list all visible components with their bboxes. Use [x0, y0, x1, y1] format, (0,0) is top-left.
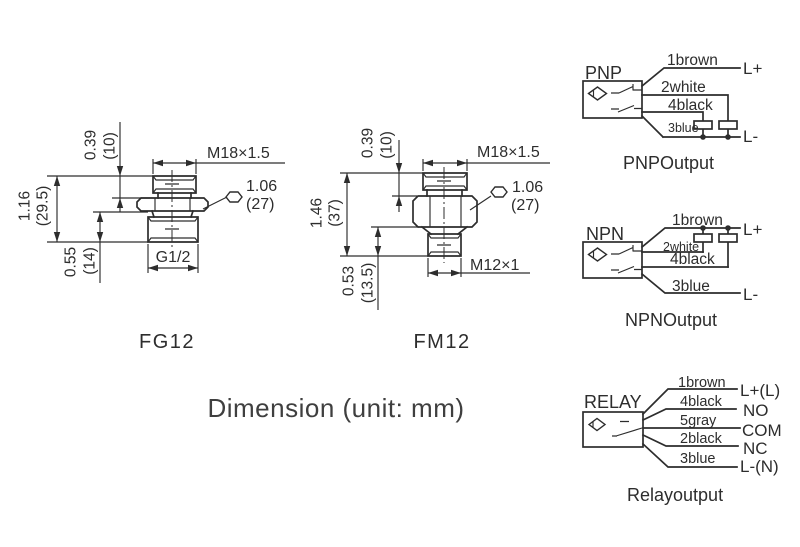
npn-resistor-stems — [702, 227, 729, 268]
fg12-hex-af-mm: (27) — [246, 196, 274, 213]
npn-contacts-icon — [611, 245, 642, 274]
relay-wire1-label: 1brown — [678, 375, 726, 391]
hexagon-icon — [225, 191, 243, 203]
fg12-hex-af-inch: 1.06 — [246, 178, 277, 195]
relay-wire-black4 — [641, 408, 737, 422]
pnp-wire2-label: 2white — [661, 79, 706, 96]
npn-wire3-label: 3blue — [672, 278, 710, 295]
pnp-wire1-label: 1brown — [667, 52, 718, 69]
relay-sensor-box — [582, 411, 644, 448]
fm12-thread-len-mm: (10) — [378, 131, 395, 159]
junction-dot — [700, 225, 706, 231]
fg12-top-thread-label: M18×1.5 — [207, 145, 270, 162]
fg12-mount-len-inch: 0.55 — [62, 247, 79, 277]
fm12-title: FM12 — [413, 331, 470, 353]
fg12-overall-len-mm: (29.5) — [34, 186, 51, 227]
relay-terminal-lminus: L-(N) — [740, 457, 779, 476]
relay-output-title: Relayoutput — [627, 485, 723, 505]
relay-wire4-label: 4black — [680, 394, 723, 410]
pnp-terminal-plus: L+ — [743, 59, 762, 78]
npn-terminal-plus: L+ — [743, 220, 762, 239]
pnp-wire4-label: 4black — [668, 97, 713, 114]
pnp-contacts-icon — [611, 84, 642, 113]
npn-wiring-diagram: NPN 1brown 2white 4black 3blue L+ L- NPN… — [582, 212, 762, 330]
relay-wire-blue — [641, 442, 738, 468]
relay-wire2-label: 2black — [680, 431, 723, 447]
pnp-wire-brown — [640, 67, 741, 88]
dimension-unit-caption: Dimension (unit: mm) — [207, 393, 464, 423]
fm12-overall-len-mm: (37) — [326, 199, 343, 227]
relay-wire5-label: 5gray — [680, 413, 717, 429]
fm12-top-thread-label: M18×1.5 — [477, 144, 540, 161]
proximity-sensor-icon — [587, 417, 607, 432]
relay-wire3-label: 3blue — [680, 451, 715, 467]
fm12-hex-af-inch: 1.06 — [512, 179, 543, 196]
hexagon-icon — [490, 186, 508, 198]
fg12-title: FG12 — [139, 331, 195, 353]
load-resistor-icon — [718, 233, 738, 243]
proximity-sensor-icon — [587, 247, 608, 262]
load-resistor-icon — [693, 120, 713, 130]
fm12-hex-leader — [469, 195, 492, 211]
fm12-mount-len-mm: (13.5) — [359, 263, 376, 304]
pnp-output-title: PNPOutput — [623, 153, 714, 173]
fm12-mount-thread-label: M12×1 — [470, 257, 519, 274]
junction-dot — [725, 225, 731, 231]
fm12-drawing: M18×1.5 1.06 (27) M12×1 0.39 (10) 1.46 (… — [308, 128, 550, 353]
npn-wire-blue — [640, 272, 741, 294]
relay-label: RELAY — [584, 392, 642, 412]
fg12-part — [136, 170, 209, 250]
pnp-sensor-box — [582, 80, 643, 119]
fg12-drawing: M18×1.5 1.06 (27) G1/2 0.39 (10) 1.16 (2… — [16, 122, 285, 353]
fg12-thread-len-mm: (10) — [101, 132, 118, 160]
junction-dot — [700, 134, 706, 140]
npn-wire1-label: 1brown — [672, 212, 723, 229]
load-resistor-icon — [693, 233, 713, 243]
npn-wire4-label: 4black — [670, 251, 715, 268]
junction-dot — [725, 134, 731, 140]
npn-output-title: NPNOutput — [625, 310, 717, 330]
npn-label: NPN — [586, 224, 624, 244]
fm12-overall-len-inch: 1.46 — [308, 198, 325, 228]
fg12-thread-len-inch: 0.39 — [82, 130, 99, 160]
proximity-sensor-icon — [587, 86, 608, 101]
pnp-terminal-minus: L- — [743, 127, 758, 146]
relay-wire-black2 — [641, 433, 739, 447]
relay-terminal-no: NO — [743, 401, 769, 420]
relay-wire-brown — [641, 388, 738, 416]
fg12-overall-len-inch: 1.16 — [16, 191, 33, 221]
fg12-mount-len-mm: (14) — [81, 247, 98, 275]
npn-wire2-label: 2white — [663, 240, 699, 254]
relay-terminal-com: COM — [742, 421, 782, 440]
fg12-mount-thread-label: G1/2 — [156, 249, 191, 266]
load-resistor-icon — [718, 120, 738, 130]
fg12-dimensions — [47, 122, 285, 283]
npn-wire-brown — [640, 227, 741, 249]
fm12-thread-len-inch: 0.39 — [359, 128, 376, 158]
fg12-hex-leader — [202, 196, 228, 210]
fm12-hex-af-mm: (27) — [511, 197, 539, 214]
pnp-label: PNP — [585, 63, 622, 83]
fm12-mount-len-inch: 0.53 — [340, 266, 357, 296]
fm12-part — [412, 167, 478, 263]
npn-terminal-minus: L- — [743, 285, 758, 304]
fm12-dimensions — [340, 140, 550, 310]
relay-terminal-nc: NC — [743, 439, 768, 458]
relay-contact-icon — [612, 420, 643, 437]
relay-wiring-diagram: RELAY 1brown 4black 5gray 2black 3blue L… — [582, 375, 782, 505]
relay-terminal-lplus: L+(L) — [740, 381, 780, 400]
pnp-wiring-diagram: PNP 1brown 2white 4black 3blue L+ L- PNP… — [582, 52, 762, 173]
npn-sensor-box — [582, 241, 643, 279]
pnp-wire3-label: 3blue — [668, 121, 699, 135]
